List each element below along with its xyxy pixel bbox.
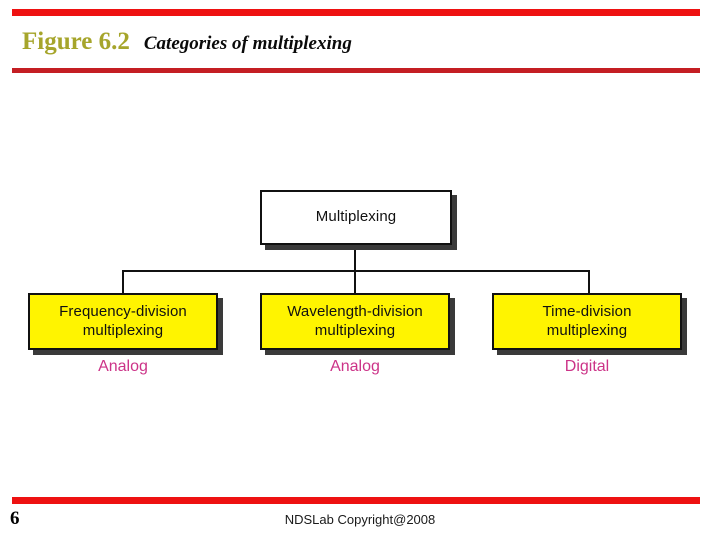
node-wdm-line2: multiplexing [314,321,396,339]
footer-red-rule [12,497,700,504]
signal-type-tdm: Digital [564,358,610,375]
node-tdm-line1: Time-division [542,303,632,321]
connector-root-vertical [354,245,356,271]
node-multiplexing: Multiplexing [260,190,452,245]
top-red-rule [12,9,700,16]
node-tdm-label: Time-division multiplexing [542,303,631,340]
connector-drop-fdm [122,270,124,294]
node-frequency-division-multiplexing: Frequency-division multiplexing [28,293,218,350]
node-fdm-label: Frequency-division multiplexing [59,303,187,340]
signal-type-fdm: Analog [98,358,148,375]
node-wdm-line1: Wavelength-division [287,303,423,321]
signal-type-wdm: Analog [330,358,380,375]
title-underline-rule [12,68,700,73]
node-fdm-line1: Frequency-division [59,303,187,321]
figure-caption-label: Categories of multiplexing [143,33,352,54]
connector-drop-wdm [354,270,356,294]
node-multiplexing-label: Multiplexing [315,208,397,226]
node-wavelength-division-multiplexing: Wavelength-division multiplexing [260,293,450,350]
slide-title: Figure 6.2 Categories of multiplexing [22,28,352,62]
footer-copyright: NDSLab Copyright@2008 [284,512,436,527]
node-fdm-line2: multiplexing [82,321,164,339]
node-wdm-label: Wavelength-division multiplexing [287,303,423,340]
node-tdm-line2: multiplexing [546,321,628,339]
node-time-division-multiplexing: Time-division multiplexing [492,293,682,350]
page-number: 6 [10,508,20,529]
connector-horizontal-bus [122,270,590,272]
connector-drop-tdm [588,270,590,294]
figure-number-label: Figure 6.2 [22,28,130,55]
